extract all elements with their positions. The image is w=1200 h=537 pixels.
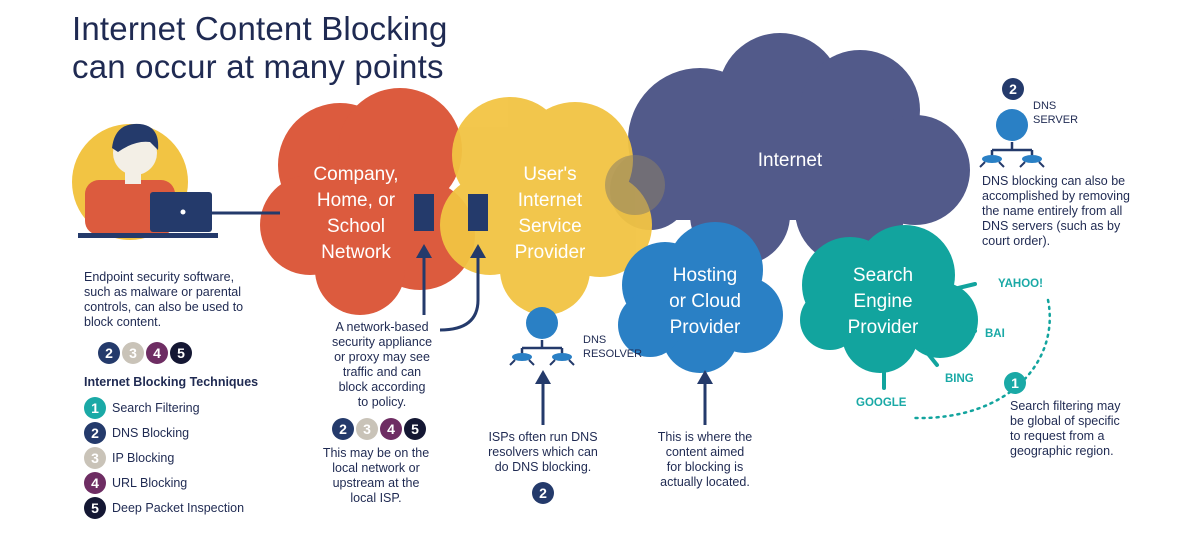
legend-item: 2 DNS Blocking — [84, 420, 258, 445]
isp-dns-note: ISPs often run DNS resolvers which can d… — [488, 430, 598, 474]
dns-server-note: DNS blocking can also be accomplished by… — [982, 174, 1130, 248]
legend-item: 5 Deep Packet Inspection — [84, 495, 258, 520]
dns-server-icon — [979, 109, 1045, 168]
endpoint-badges: 2 3 4 5 — [98, 342, 194, 364]
dns-resolver-icon — [509, 307, 575, 366]
legend-label: DNS Blocking — [112, 425, 190, 440]
network-badges: 2 3 4 5 — [332, 418, 428, 440]
isp-appliance — [468, 194, 488, 231]
search-engine-spokes — [882, 282, 977, 390]
legend-badge: 5 — [84, 496, 106, 519]
hosting-cloud — [618, 222, 783, 373]
badge-2: 2 — [98, 342, 120, 364]
engine-google: GOOGLE — [856, 397, 907, 409]
appliance-note: A network-based security appliance or pr… — [331, 320, 433, 409]
legend-item: 3 IP Blocking — [84, 445, 258, 470]
badge-4: 4 — [380, 418, 402, 440]
page-title: Internet Content Blocking can occur at m… — [72, 10, 448, 85]
legend-label: Deep Packet Inspection — [112, 500, 245, 515]
legend-item: 4 URL Blocking — [84, 470, 258, 495]
hosting-label: Hosting or Cloud Provider — [669, 265, 741, 338]
user-illustration — [72, 123, 218, 240]
badge-4: 4 — [146, 342, 168, 364]
company-network-label: Company, Home, or School Network — [313, 164, 399, 263]
badge-3: 3 — [122, 342, 144, 364]
badge-3: 3 — [356, 418, 378, 440]
search-cloud — [800, 225, 978, 373]
endpoint-note: Endpoint security software, such as malw… — [84, 270, 244, 329]
local-network-note: This may be on the local network or upst… — [322, 446, 430, 505]
appliance-arrows — [416, 244, 486, 332]
badge-2: 2 — [332, 418, 354, 440]
up-arrows — [535, 370, 713, 425]
search-badge: 1 — [1004, 372, 1026, 394]
legend-label: URL Blocking — [112, 475, 188, 490]
legend-label: Search Filtering — [112, 400, 200, 415]
isp-label: User's Internet Service Provider — [514, 164, 586, 263]
legend-badge: 3 — [84, 446, 106, 469]
legend-item: 1 Search Filtering — [84, 395, 258, 420]
dns-resolver-label: DNS RESOLVER — [583, 334, 643, 360]
dns-server-label: DNS SERVER — [1033, 100, 1079, 126]
cloud-overlap — [605, 155, 665, 215]
company-network-cloud — [260, 88, 475, 315]
server-badge: 2 — [1002, 78, 1024, 100]
legend-label: IP Blocking — [112, 450, 175, 465]
engine-bing: BING — [945, 373, 974, 385]
legend-title: Internet Blocking Techniques — [84, 375, 259, 389]
search-engine-label: Search Engine Provider — [847, 265, 919, 338]
legend-badge: 2 — [84, 421, 106, 444]
engine-yahoo: YAHOO! — [998, 278, 1043, 290]
legend-badge: 1 — [84, 396, 106, 419]
hosting-note: This is where the content aimed for bloc… — [657, 430, 753, 489]
network-appliance — [414, 194, 434, 231]
legend-badge: 4 — [84, 471, 106, 494]
badge-5: 5 — [404, 418, 426, 440]
internet-label: Internet — [757, 150, 823, 171]
engine-bai: BAI — [985, 328, 1005, 340]
search-filter-note: Search filtering may be global of specif… — [1010, 399, 1121, 458]
isp-cloud — [440, 97, 652, 315]
legend: Internet Blocking Techniques 1 Search Fi… — [84, 375, 258, 520]
badge-5: 5 — [170, 342, 192, 364]
resolver-badge: 2 — [532, 482, 554, 504]
